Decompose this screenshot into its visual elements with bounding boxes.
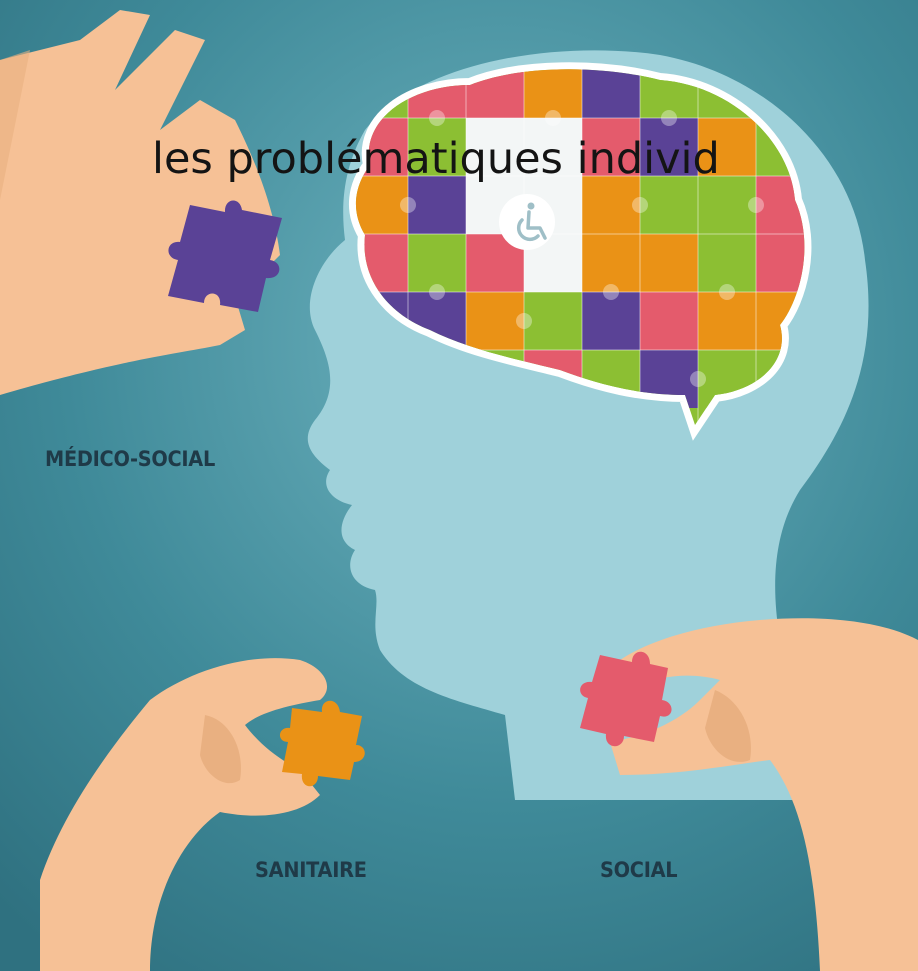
page-title: les problématiques individ [152, 136, 720, 184]
wheelchair-icon [499, 194, 555, 250]
puzzle-piece-purple [168, 200, 282, 312]
puzzle-piece-orange [279, 700, 365, 787]
label-sanitaire: SANITAIRE [255, 858, 367, 882]
hand-bottom-right [610, 618, 918, 971]
label-medico-social: MÉDICO-SOCIAL [45, 447, 216, 471]
label-social: SOCIAL [600, 858, 678, 882]
hand-bottom-left [40, 658, 328, 971]
puzzle-piece-red [580, 651, 672, 747]
hand-top-left [0, 10, 280, 395]
